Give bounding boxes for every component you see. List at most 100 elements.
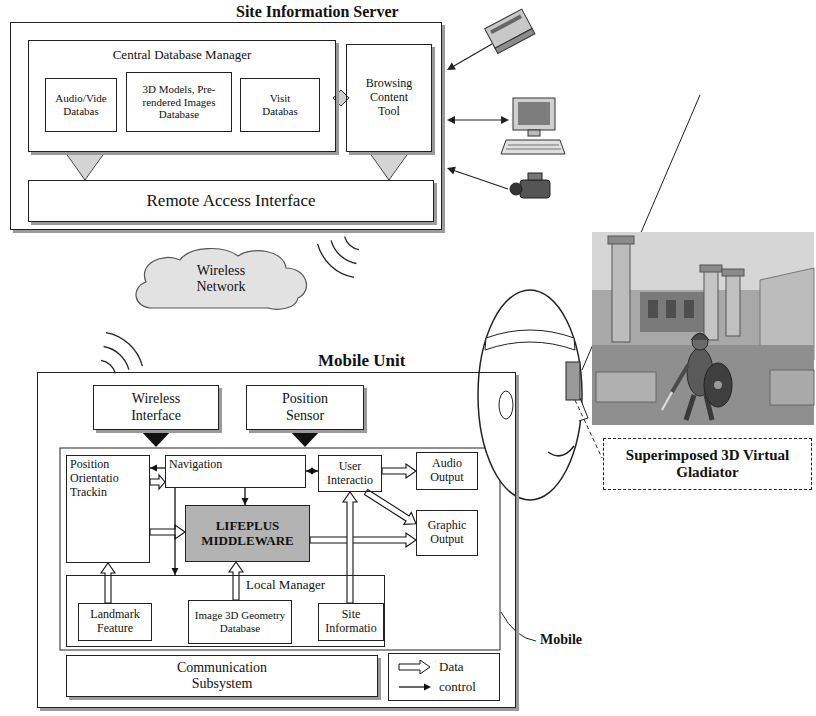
- box-label: Navigation: [166, 456, 305, 474]
- disk-drive-icon: [447, 63, 456, 71]
- user-head: [478, 290, 602, 500]
- user-head: [548, 446, 574, 456]
- data-arrow: [101, 563, 115, 603]
- module-box: User Interactio: [318, 455, 382, 492]
- disk-drive-icon: [485, 9, 535, 53]
- data-box: Landmark Feature: [78, 603, 152, 641]
- user-head: [566, 362, 580, 400]
- panel-heading: Site Information Server: [236, 3, 441, 21]
- disk-drive-icon: [495, 29, 535, 54]
- sensor-box: Position Sensor: [246, 385, 364, 430]
- user-head: [499, 391, 513, 419]
- camcorder-icon: [510, 183, 522, 195]
- mobile-leader: [501, 612, 536, 641]
- box-label: Wireless Interface: [116, 391, 196, 423]
- module-frame: [140, 430, 172, 447]
- module-box: Position Orientatio Trackin: [66, 455, 150, 563]
- server-panel: Site Information ServerCentral Database …: [10, 22, 442, 230]
- user-head: [579, 398, 588, 421]
- box-label: User Interactio: [322, 460, 378, 488]
- gladiator-photo: [684, 300, 694, 318]
- wireless-signal: [318, 244, 354, 277]
- access-arrow: [65, 152, 105, 180]
- box-label: Graphic Output: [422, 519, 472, 547]
- box-label: Local Manager: [246, 576, 384, 593]
- computer-icon: [501, 116, 509, 124]
- box-label: Visit Databas: [260, 92, 300, 117]
- database-box: Visit Databas: [240, 78, 320, 132]
- user-head: [485, 330, 575, 350]
- mobile-leader: [501, 612, 536, 641]
- manager-box: Local ManagerLandmark Feature Image 3D Ge…: [66, 575, 385, 647]
- user-head: [478, 290, 582, 500]
- legend-label: control: [439, 680, 476, 695]
- part-label: Mobile: [540, 632, 582, 648]
- computer-icon: [528, 130, 540, 136]
- arrow-head: [172, 568, 179, 575]
- interface-box: Remote Access Interface: [28, 180, 434, 222]
- legend-sample: [397, 680, 433, 694]
- gladiator-photo: [700, 265, 722, 272]
- box-label: Central Database Manager: [29, 41, 335, 63]
- gladiator-photo: [691, 333, 709, 340]
- box-label: Browsing Content Tool: [359, 77, 419, 118]
- data-arrow: [310, 533, 416, 547]
- control-arrow: [306, 468, 318, 475]
- data-arrow: [343, 492, 357, 603]
- gladiator-photo: [662, 392, 672, 410]
- wireless-signal: [331, 240, 356, 263]
- legend-sample: [399, 660, 430, 674]
- module-box: Navigation: [165, 455, 306, 488]
- gladiator-photo: [592, 232, 814, 425]
- output-box: Audio Output: [416, 452, 478, 490]
- box-label: Position Orientatio Trackin: [67, 456, 137, 501]
- gladiator-photo: [722, 269, 744, 276]
- computer-icon: [501, 140, 565, 154]
- gladiator-photo: [686, 395, 694, 420]
- wireless-signal: [106, 333, 142, 366]
- camcorder-icon: [520, 180, 550, 198]
- data-arrow: [150, 525, 185, 539]
- computer-icon: [447, 98, 565, 154]
- legend-label: Data: [439, 660, 464, 675]
- network-cloud: Wireless Network: [128, 246, 314, 312]
- control-arrow: [242, 488, 249, 505]
- arrow-head: [242, 498, 249, 505]
- data-box: Site Informatio: [318, 603, 384, 641]
- data-box: Image 3D Geometry Database: [188, 600, 292, 644]
- legend-sample: [397, 660, 433, 674]
- output-box: Graphic Output: [416, 510, 478, 556]
- access-arrow: [65, 152, 105, 180]
- box-label: Audio Output: [422, 457, 472, 485]
- box-label: Image 3D Geometry Database: [192, 609, 288, 634]
- box-label: Position Sensor: [265, 391, 345, 423]
- data-arrow: [382, 464, 416, 478]
- control-arrow: [150, 465, 165, 472]
- disk-drive-icon: [447, 9, 535, 70]
- camcorder-icon: [447, 167, 456, 175]
- module-frame: [60, 448, 500, 650]
- data-arrow: [150, 475, 165, 489]
- box-label: LIFEPLUS MIDDLEWARE: [193, 519, 303, 549]
- gladiator-photo: [592, 345, 814, 425]
- computer-icon: [454, 119, 502, 120]
- arrow-head: [150, 465, 157, 472]
- tool-box: Browsing Content Tool: [346, 44, 432, 152]
- database-box: 3D Models, Pre-rendered Images Database: [126, 72, 232, 132]
- wireless-signal: [345, 237, 359, 250]
- access-arrow: [369, 152, 409, 180]
- data-arrow: [229, 562, 243, 600]
- legend-row: control: [397, 677, 499, 697]
- legend-row: Data: [397, 657, 499, 677]
- gladiator-photo: [672, 365, 688, 392]
- gladiator-photo: [640, 292, 710, 332]
- box-label: Audio/Vide Databas: [50, 92, 112, 117]
- control-arrow: [172, 488, 179, 575]
- data-arrow: [150, 525, 185, 539]
- legend-box: Data control: [388, 653, 500, 701]
- data-arrow: [382, 464, 416, 478]
- data-arrow: [310, 533, 416, 547]
- disk-drive-icon: [453, 44, 492, 67]
- data-arrow: [343, 492, 357, 603]
